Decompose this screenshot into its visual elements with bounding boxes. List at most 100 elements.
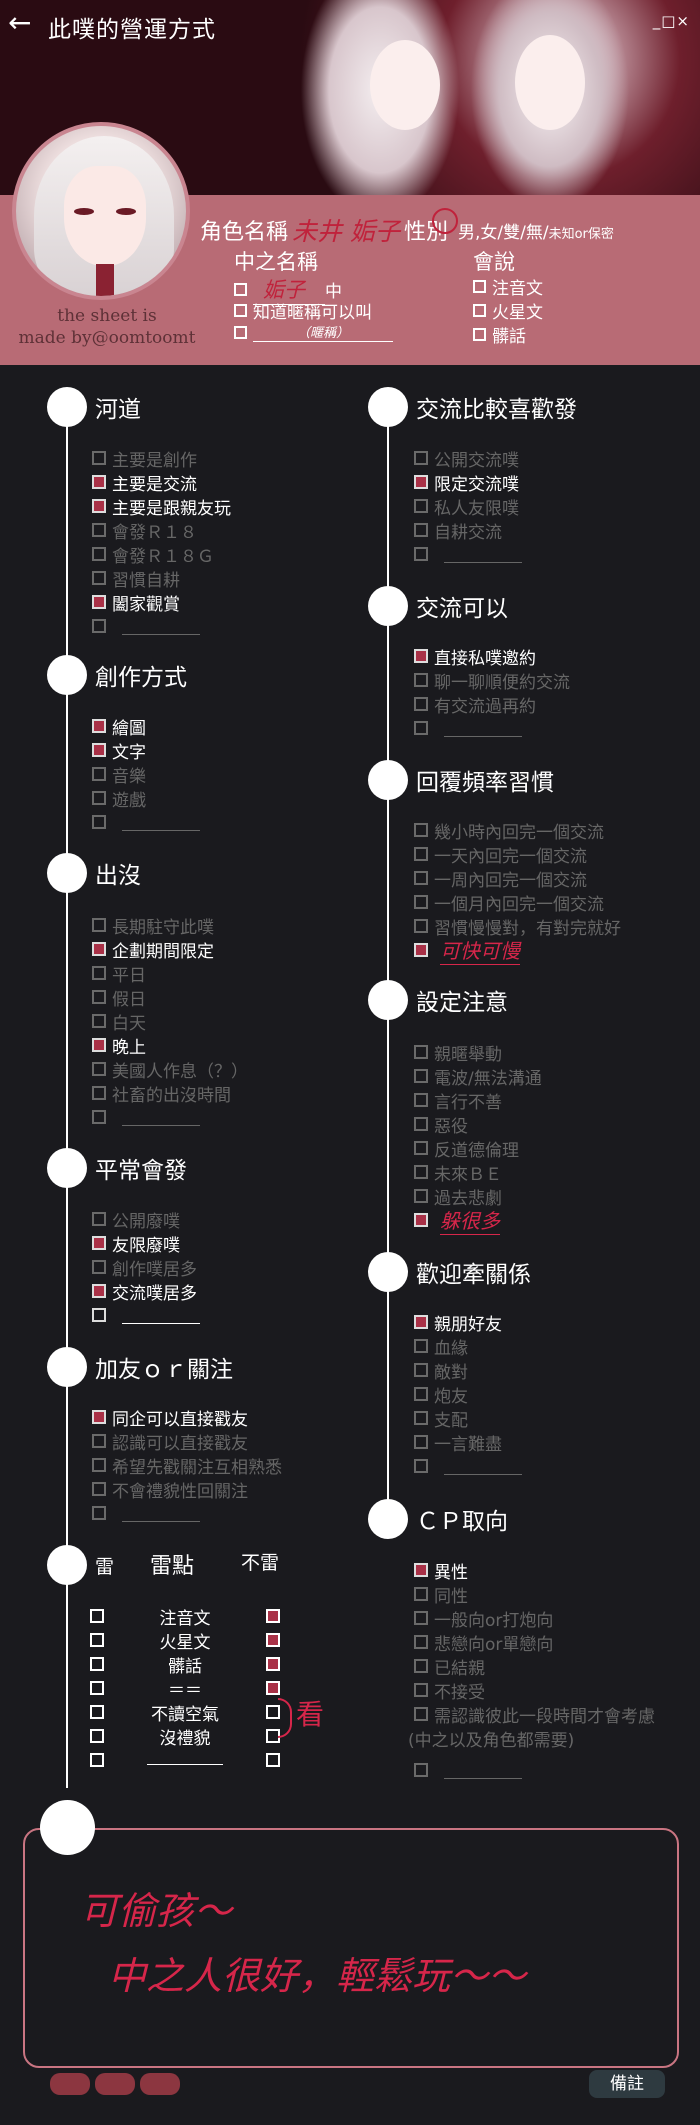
list-item-blank[interactable] (92, 614, 231, 638)
list-item[interactable]: 言行不善 (414, 1088, 542, 1113)
list-item-blank[interactable] (92, 810, 200, 834)
list-item[interactable]: 私人友限噗 (414, 494, 522, 519)
list-item[interactable]: 不接受 (414, 1678, 655, 1703)
list-item[interactable]: 敵對 (414, 1358, 522, 1383)
page-pill-2[interactable] (95, 2073, 135, 2095)
list-item[interactable]: 習慣慢慢對，有對完就好 (414, 914, 621, 939)
list-item[interactable]: 闔家觀賞 (92, 590, 231, 615)
section-can: 交流可以 (368, 586, 508, 626)
list-item[interactable]: 繪圖 (92, 714, 200, 739)
list-item[interactable]: 自耕交流 (414, 518, 522, 543)
gender-options[interactable]: 男,女/雙/無/未知or保密 (457, 222, 614, 243)
list-item[interactable]: 限定交流噗 (414, 470, 522, 495)
list-item[interactable]: 支配 (414, 1406, 522, 1431)
nickname-value[interactable]: 姤子 (253, 274, 325, 305)
list-item[interactable]: 企劃期間限定 (92, 937, 248, 962)
list-item[interactable]: 會發Ｒ１８Ｇ (92, 542, 231, 567)
section-pref: 交流比較喜歡發 (368, 387, 577, 427)
lang-opt[interactable]: 注音文 (473, 274, 543, 299)
list-item[interactable]: 主要是創作 (92, 446, 231, 471)
notes-box[interactable] (23, 1828, 679, 2068)
list-item[interactable]: 社畜的出沒時間 (92, 1081, 248, 1106)
list-item[interactable]: 悲戀向or單戀向 (414, 1630, 655, 1655)
list-item[interactable]: 音樂 (92, 762, 200, 787)
list-item[interactable]: 惡役 (414, 1112, 542, 1137)
list-item[interactable]: 平日 (92, 961, 248, 986)
list-item[interactable]: 一言難盡 (414, 1430, 522, 1455)
nickname-opt-alias[interactable]: （暱稱） (234, 322, 393, 342)
list-item-handwritten[interactable]: 躲很多 (414, 1208, 542, 1235)
list-item[interactable]: 美國人作息（？） (92, 1057, 248, 1082)
list-item[interactable]: 主要是跟親友玩 (92, 494, 231, 519)
list-item-blank[interactable] (414, 716, 570, 740)
list-item[interactable]: 會發Ｒ１８ (92, 518, 231, 543)
list-item-blank[interactable] (414, 1758, 655, 1782)
section-river: 河道 (47, 387, 141, 427)
list-item[interactable]: 反道德倫理 (414, 1136, 542, 1161)
lang-opt[interactable]: 髒話 (473, 322, 526, 347)
list-item[interactable]: 同性 (414, 1582, 655, 1607)
list-item[interactable]: 希望先戳關注互相熟悉 (92, 1453, 282, 1478)
remark-button[interactable]: 備註 (589, 2070, 665, 2098)
list-item[interactable]: 遊戲 (92, 786, 200, 811)
list-item[interactable]: 創作噗居多 (92, 1255, 200, 1280)
list-item[interactable]: 文字 (92, 738, 200, 763)
mine-row: 注音文 (90, 1604, 280, 1629)
list-item[interactable]: 電波/無法溝通 (414, 1064, 542, 1089)
window-controls[interactable]: _□× (652, 12, 690, 30)
list-item[interactable]: 親暱舉動 (414, 1040, 542, 1065)
list-item[interactable]: 白天 (92, 1009, 248, 1034)
nickname-opt-known[interactable]: 知道暱稱可以叫 (234, 298, 372, 323)
list-item[interactable]: 公開廢噗 (92, 1207, 200, 1232)
list-item[interactable]: 親朋好友 (414, 1310, 522, 1335)
list-item[interactable]: 異性 (414, 1558, 655, 1583)
mine-row: 不讀空氣 (90, 1700, 280, 1725)
list-item[interactable]: 已結親 (414, 1654, 655, 1679)
list-item-blank[interactable] (92, 1501, 282, 1525)
rel-list: 親朋好友 血緣 敵對 炮友 支配 一言難盡 (414, 1310, 522, 1478)
lang-opt[interactable]: 火星文 (473, 298, 543, 323)
list-item[interactable]: 炮友 (414, 1382, 522, 1407)
section-rel: 歡迎牽關係 (368, 1252, 531, 1292)
list-item[interactable]: 聊一聊順便約交流 (414, 668, 570, 693)
list-item[interactable]: 不會禮貌性回關注 (92, 1477, 282, 1502)
list-item[interactable]: 一周內回完一個交流 (414, 866, 621, 891)
list-item[interactable]: 需認識彼此一段時間才會考慮 (414, 1702, 655, 1727)
list-item-blank[interactable] (414, 1454, 522, 1478)
char-name-value[interactable]: 未井 姤子 (292, 217, 400, 246)
list-item[interactable]: 長期駐守此噗 (92, 913, 248, 938)
list-item[interactable]: 幾小時內回完一個交流 (414, 818, 621, 843)
list-item[interactable]: 公開交流噗 (414, 446, 522, 471)
list-item[interactable]: 假日 (92, 985, 248, 1010)
list-item-blank[interactable] (92, 1105, 248, 1129)
page-pill-3[interactable] (140, 2073, 180, 2095)
list-item[interactable]: 主要是交流 (92, 470, 231, 495)
mine-center-header: 雷點 (150, 1554, 195, 1579)
list-item-blank[interactable] (414, 542, 522, 566)
list-item[interactable]: 晚上 (92, 1033, 248, 1058)
pref-list: 公開交流噗 限定交流噗 私人友限噗 自耕交流 (414, 446, 522, 566)
page-pill-1[interactable] (50, 2073, 90, 2095)
list-item[interactable]: 血緣 (414, 1334, 522, 1359)
list-item[interactable]: 同企可以直接戳友 (92, 1405, 282, 1430)
list-item[interactable]: 直接私噗邀約 (414, 644, 570, 669)
list-item-handwritten[interactable]: 可快可慢 (414, 938, 621, 965)
mine-row-blank (90, 1748, 280, 1772)
list-item[interactable]: 未來ＢＥ (414, 1160, 542, 1185)
list-item[interactable]: 有交流過再約 (414, 692, 570, 717)
list-item[interactable]: 一個月內回完一個交流 (414, 890, 621, 915)
note-line-2: 中之人很好，輕鬆玩～～ (108, 1954, 527, 1998)
nickname-field[interactable]: 姤子 中 (234, 274, 342, 305)
cp-list: 異性 同性 一般向or打炮向 悲戀向or單戀向 已結親 不接受 需認識彼此一段時… (408, 1558, 655, 1782)
list-item[interactable]: 過去悲劇 (414, 1184, 542, 1209)
list-item[interactable]: 交流噗居多 (92, 1279, 200, 1304)
list-item[interactable]: 一天內回完一個交流 (414, 842, 621, 867)
mine-row: 火星文 (90, 1628, 280, 1653)
section-post: 平常會發 (47, 1148, 187, 1188)
list-item[interactable]: 一般向or打炮向 (414, 1606, 655, 1631)
arrow-left-icon[interactable]: ← (8, 6, 32, 39)
list-item[interactable]: 友限廢噗 (92, 1231, 200, 1256)
list-item-blank[interactable] (92, 1303, 200, 1327)
list-item[interactable]: 認識可以直接戳友 (92, 1429, 282, 1454)
list-item[interactable]: 習慣自耕 (92, 566, 231, 591)
